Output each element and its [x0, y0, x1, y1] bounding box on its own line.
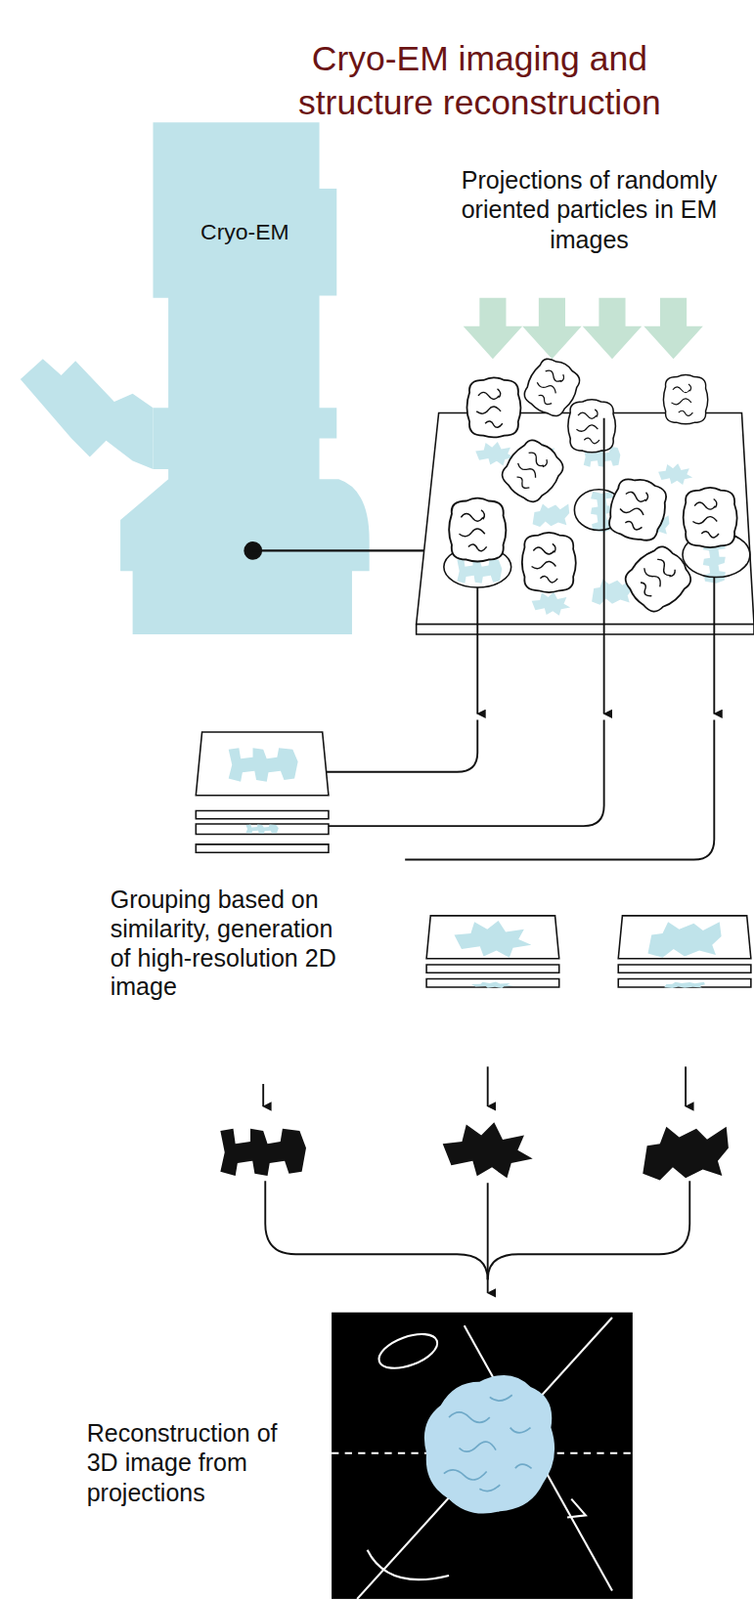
title: Cryo-EM imaging and structure reconstruc…: [255, 37, 705, 125]
caption-label: Projections of randomly oriented particl…: [428, 166, 751, 255]
caption-label: Grouping based on similarity, generation…: [110, 886, 344, 1004]
node-text: Cryo-EM: [200, 219, 290, 246]
caption-label: Reconstruction of 3D image from projecti…: [87, 1419, 297, 1508]
microscope-label: Cryo-EM: [152, 204, 337, 262]
